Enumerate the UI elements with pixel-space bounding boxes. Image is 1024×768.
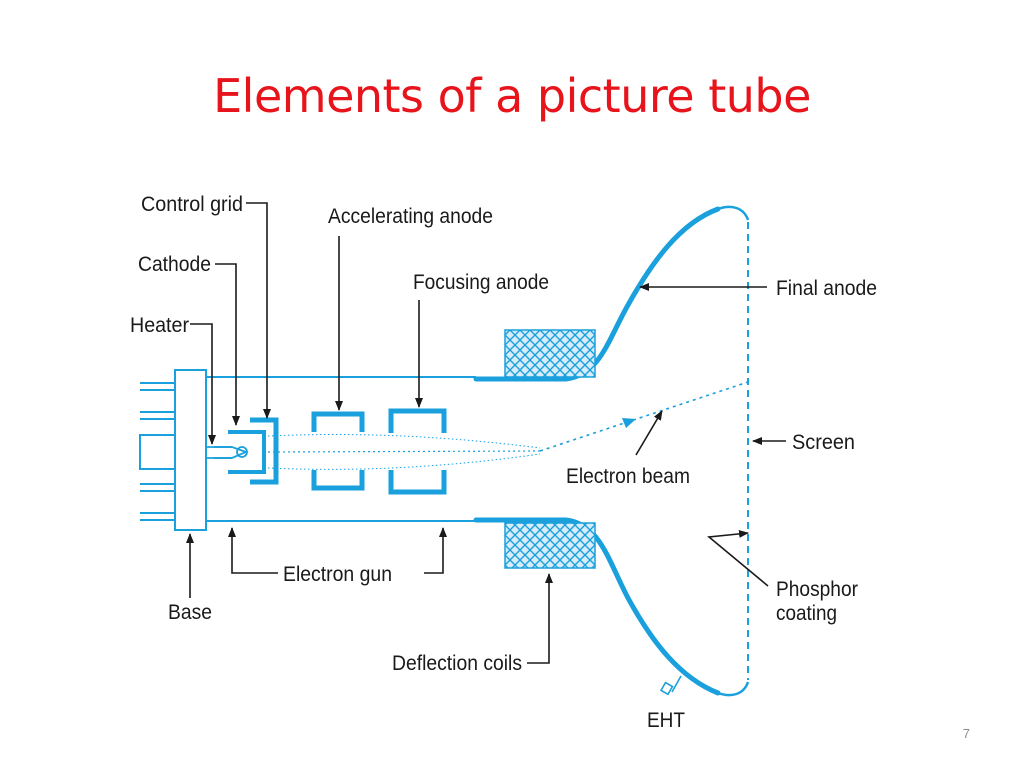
label-accelerating-anode: Accelerating anode (328, 205, 493, 228)
base-key (139, 434, 176, 470)
control-grid-leader (246, 202, 271, 419)
tube-face-bottom (717, 681, 750, 697)
label-coating: coating (776, 602, 837, 625)
slide-title: Elements of a picture tube (213, 69, 811, 123)
label-deflection-coils: Deflection coils (392, 652, 522, 675)
cathode-cup (228, 430, 266, 474)
label-final-anode: Final anode (776, 277, 877, 300)
electron-gun-left-leader (228, 527, 278, 574)
tube-face-top (717, 205, 750, 221)
electron-beam (267, 381, 749, 470)
beam-arrowhead (622, 418, 636, 428)
label-eht: EHT (647, 709, 685, 732)
control-grid (250, 417, 279, 485)
slide-number: 7 (962, 726, 970, 741)
beam-spring-center (267, 450, 541, 453)
beam-dotted (539, 381, 749, 452)
cathode-leader (215, 263, 240, 426)
beam-spring (267, 434, 541, 470)
base-block (174, 369, 207, 531)
label-cathode: Cathode (138, 253, 211, 276)
deflection-coil-bottom (504, 522, 596, 569)
label-electron-beam: Electron beam (566, 465, 690, 488)
heater-leader (190, 323, 216, 445)
electron-gun-right-leader (424, 527, 447, 574)
phosphor-coating-leader (707, 529, 769, 587)
label-focusing-anode: Focusing anode (413, 271, 549, 294)
deflection-coils-leader (527, 573, 553, 664)
label-phosphor: Phosphor (776, 578, 858, 601)
label-heater: Heater (130, 314, 189, 337)
label-electron-gun: Electron gun (283, 563, 392, 586)
label-screen: Screen (792, 431, 855, 454)
tube-base (139, 369, 207, 531)
leader-lines (186, 202, 786, 664)
heater-cathode (206, 430, 266, 474)
focusing-anode (388, 408, 447, 495)
accelerating-anode (311, 411, 365, 491)
label-base: Base (168, 601, 212, 624)
heater-filament (236, 446, 248, 458)
eht-connector (659, 675, 682, 696)
deflection-coil-top (504, 329, 596, 378)
electron-beam-leader (635, 410, 663, 456)
label-control-grid: Control grid (141, 193, 243, 216)
